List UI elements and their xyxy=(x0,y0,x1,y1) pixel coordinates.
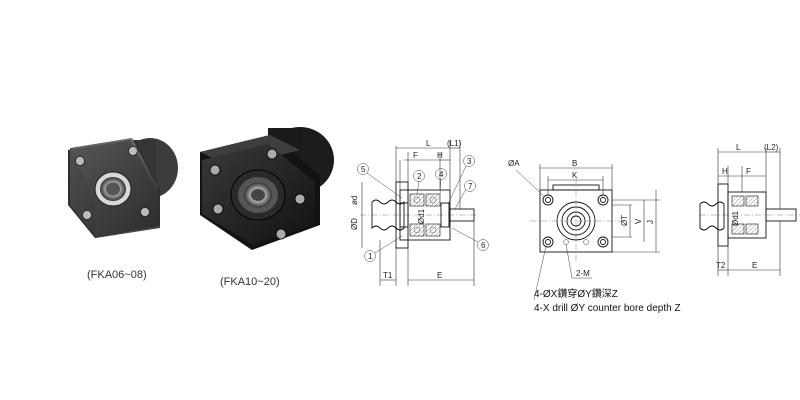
dim-L-right: L xyxy=(736,143,741,152)
dim-V: V xyxy=(634,218,643,224)
caption-fka06-08: (FKA06~08) xyxy=(87,269,147,281)
dim-A: ØA xyxy=(508,159,520,168)
note-cn: 4-ØX鑽穿ØY鑽深Z xyxy=(534,287,618,300)
callout-3: 3 xyxy=(467,157,472,166)
dim-B: B xyxy=(572,159,577,168)
callout-4: 4 xyxy=(439,170,444,179)
dim-E-right: E xyxy=(752,261,757,270)
caption-fka10-20: (FKA10~20) xyxy=(220,276,280,288)
callout-5: 5 xyxy=(361,165,366,174)
dim-J: J xyxy=(646,220,655,224)
front-view xyxy=(515,164,660,301)
dim-T2: T2 xyxy=(716,261,726,270)
callout-7: 7 xyxy=(468,182,473,191)
dim-M: 2-M xyxy=(576,269,590,278)
dim-H-right: H xyxy=(722,167,728,176)
dim-d1: Ød1 xyxy=(417,208,426,224)
callout-6: 6 xyxy=(481,241,486,250)
dim-L: L xyxy=(426,139,431,148)
photo-fka06-08 xyxy=(68,138,178,238)
dim-H: H xyxy=(437,151,443,160)
dim-F-right: F xyxy=(746,167,751,176)
dim-d1-right: Ød1 xyxy=(731,210,740,226)
right-section-view xyxy=(699,148,800,276)
photo-fka10-20 xyxy=(200,127,334,250)
note-en: 4-X drill ØY counter bore depth Z xyxy=(534,303,681,314)
dim-DT: ØT xyxy=(620,215,629,226)
callout-2: 2 xyxy=(417,172,422,181)
dim-E: E xyxy=(437,271,442,280)
dim-T1: T1 xyxy=(383,271,393,280)
callout-1: 1 xyxy=(368,252,373,261)
dim-D: ØD xyxy=(350,218,359,230)
dim-F: F xyxy=(413,151,418,160)
dim-K: K xyxy=(572,171,578,180)
dim-L2: (L2) xyxy=(764,143,779,152)
side-section-view xyxy=(357,140,489,286)
dim-L1: (L1) xyxy=(447,139,462,148)
dim-d: ød xyxy=(350,196,359,205)
